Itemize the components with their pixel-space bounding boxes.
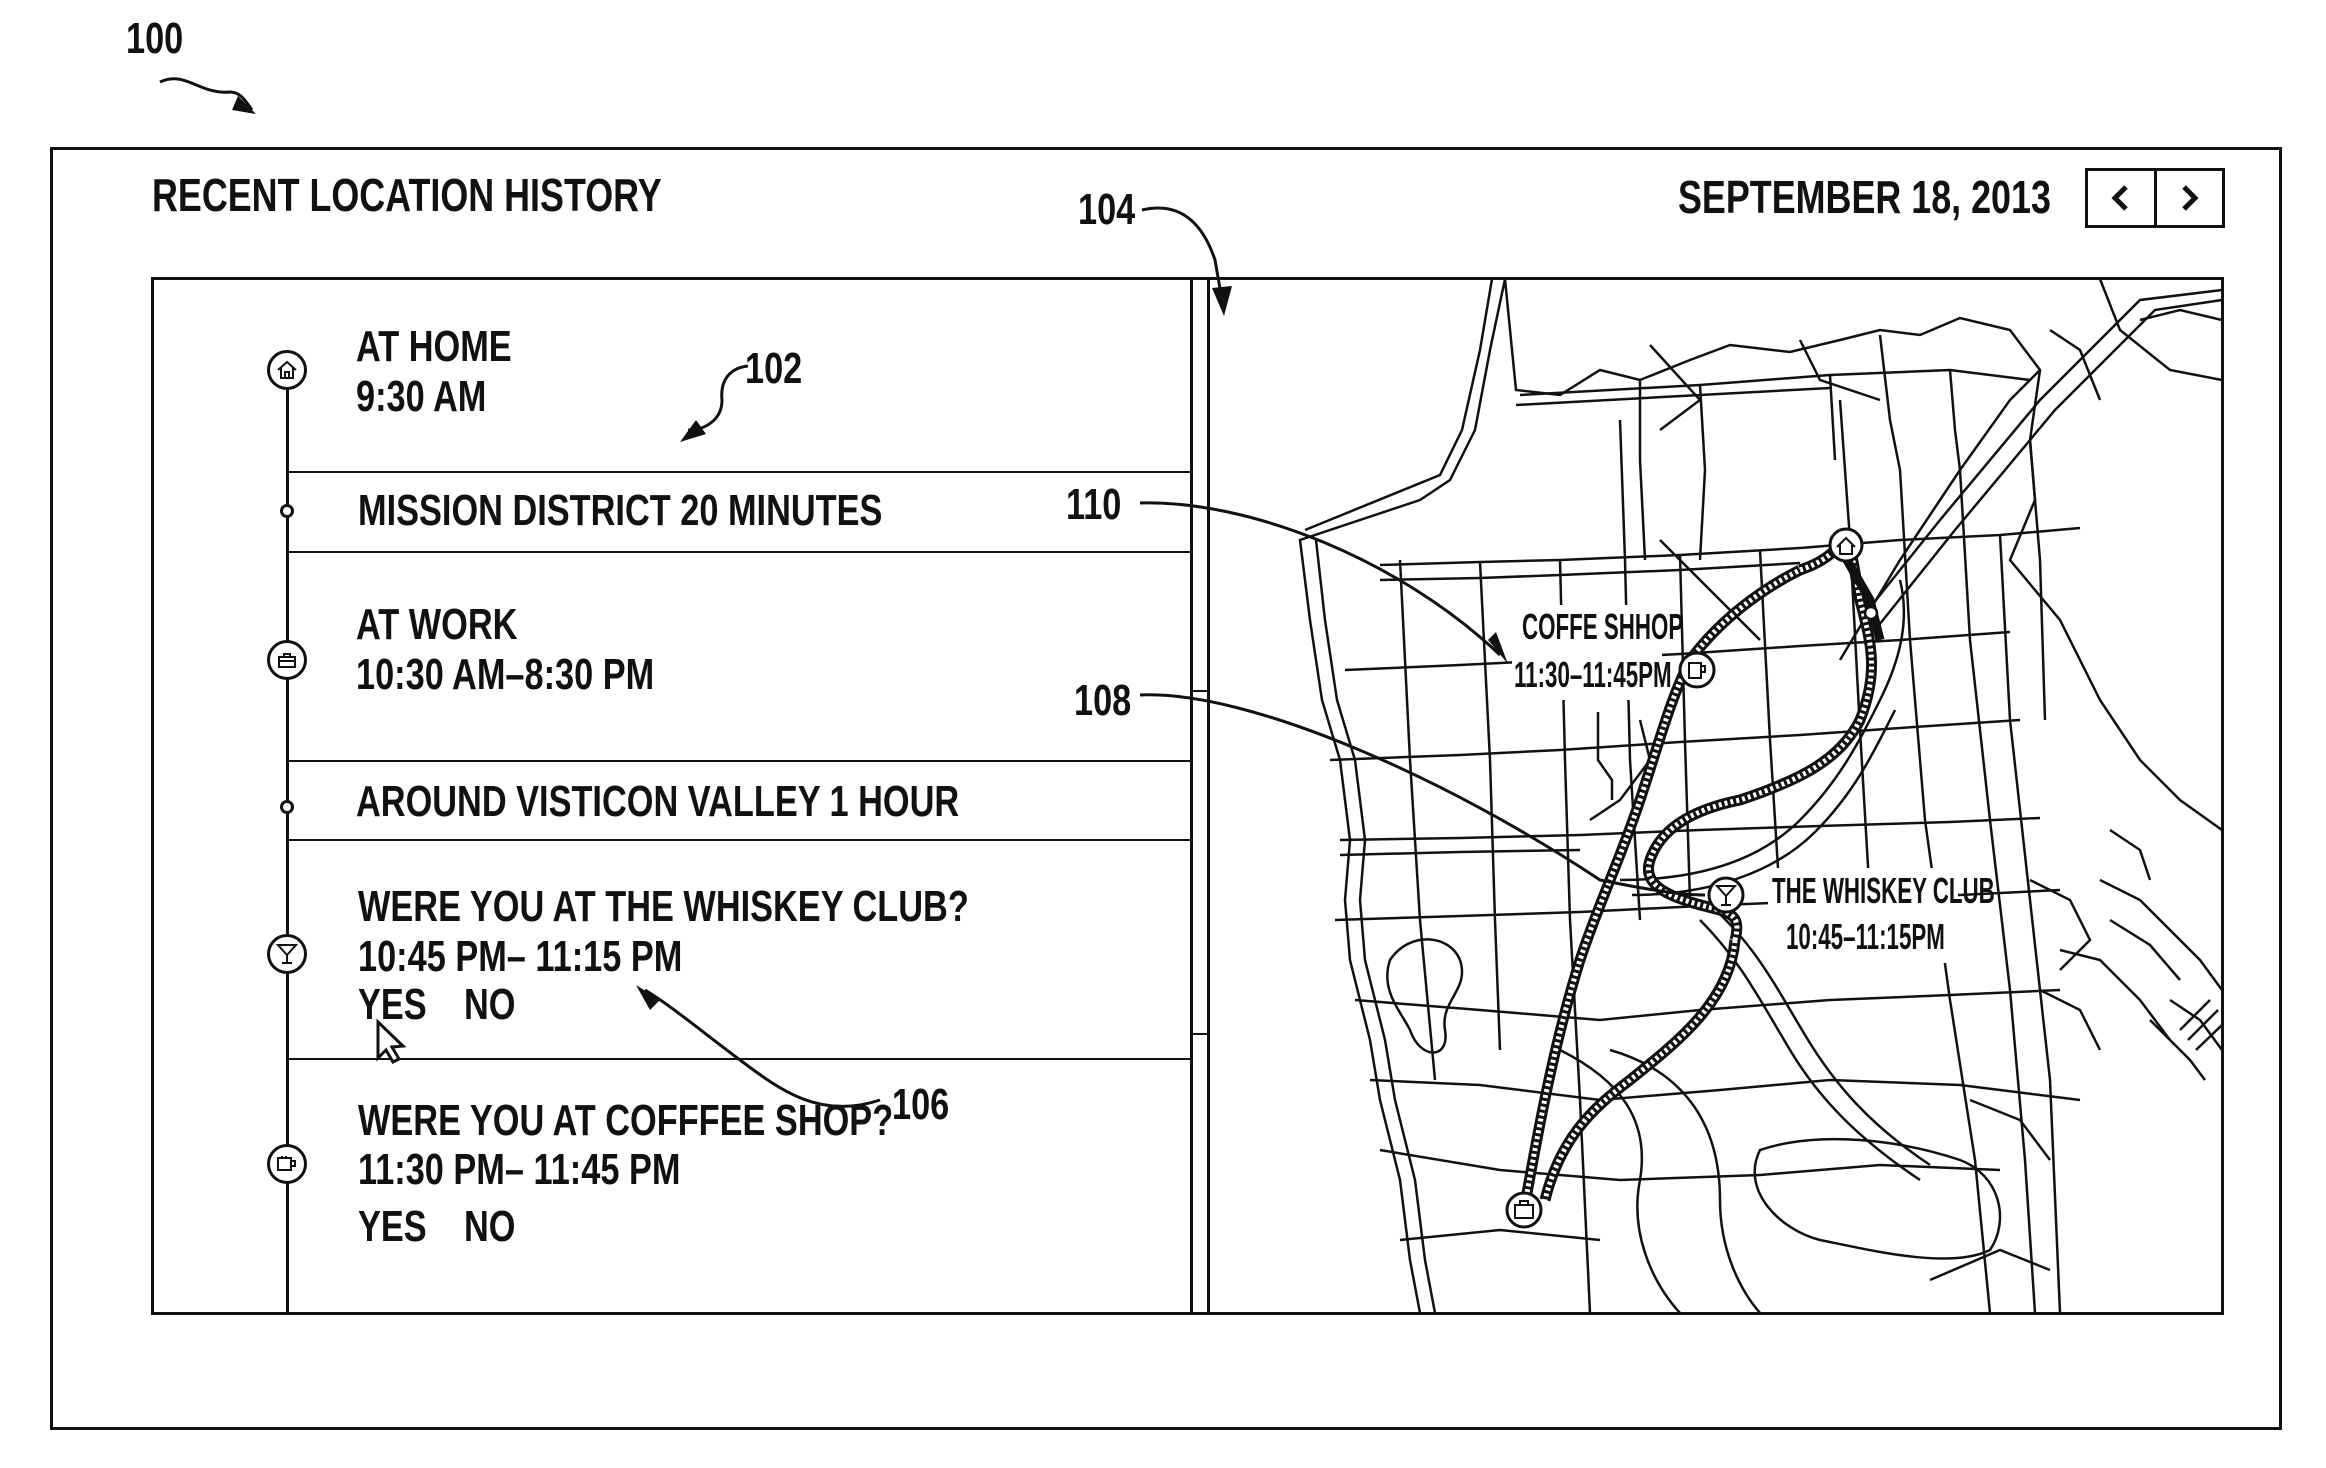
- map-pin-coffee[interactable]: [1678, 651, 1716, 689]
- map-pin-whiskey[interactable]: [1707, 876, 1745, 914]
- briefcase-icon: [1514, 1200, 1534, 1219]
- coffee-cup-icon: [1688, 662, 1706, 679]
- timeline-transit-dot: [280, 800, 294, 814]
- whiskey-no-button[interactable]: NO: [464, 980, 516, 1029]
- cocktail-glass-icon: [276, 944, 298, 964]
- home-icon: [1836, 536, 1856, 555]
- map-whiskey-time: 10:45–11:15PM: [1786, 916, 1945, 957]
- coffee-time: 11:30 PM– 11:45 PM: [358, 1145, 681, 1194]
- timeline-coffee-marker: [267, 1144, 307, 1184]
- page-title: RECENT LOCATION HISTORY: [152, 169, 662, 221]
- work-time: 10:30 AM–8:30 PM: [356, 650, 655, 699]
- coffee-no-button[interactable]: NO: [464, 1202, 516, 1251]
- map-coffee-label: COFFE SHHOP: [1522, 606, 1684, 647]
- home-icon: [277, 360, 297, 379]
- row-divider: [287, 760, 1192, 762]
- reference-106: 106: [892, 1080, 950, 1129]
- reference-108: 108: [1074, 676, 1132, 725]
- previous-day-button[interactable]: [2088, 171, 2157, 225]
- coffee-yes-button[interactable]: YES: [358, 1202, 427, 1251]
- next-day-button[interactable]: [2157, 171, 2223, 225]
- timeline-transit-dot: [280, 504, 294, 518]
- coffee-cup-icon: [277, 1156, 296, 1171]
- timeline-rail: [286, 370, 289, 1315]
- cocktail-glass-icon: [1714, 885, 1738, 906]
- reference-104: 104: [1078, 185, 1136, 234]
- map-whiskey-label: THE WHISKEY CLUB: [1772, 870, 1995, 911]
- whiskey-question: WERE YOU AT THE WHISKEY CLUB?: [358, 882, 969, 931]
- row-divider: [287, 551, 1192, 553]
- map-pin-home[interactable]: [1828, 527, 1864, 563]
- transit-label-mission: MISSION DISTRICT 20 MINUTES: [358, 486, 883, 535]
- row-divider: [287, 839, 1192, 841]
- app-window: [50, 147, 2282, 1430]
- timeline-whiskey-marker: [267, 934, 307, 974]
- reference-102: 102: [745, 344, 803, 393]
- timeline-home-marker: [267, 350, 307, 390]
- map-coffee-time: 11:30–11:45PM: [1514, 654, 1672, 695]
- timeline-work-marker: [267, 640, 307, 680]
- scrollbar-thumb[interactable]: [1192, 690, 1208, 1035]
- date-label: SEPTEMBER 18, 2013: [1678, 171, 2051, 223]
- briefcase-icon: [278, 653, 296, 668]
- home-time: 9:30 AM: [356, 372, 487, 421]
- date-navigator: [2085, 168, 2225, 228]
- chevron-right-icon: [2182, 185, 2199, 211]
- chevron-left-icon: [2111, 185, 2128, 211]
- work-label: AT WORK: [356, 600, 518, 649]
- home-label: AT HOME: [356, 322, 512, 371]
- whiskey-time: 10:45 PM– 11:15 PM: [358, 932, 683, 981]
- row-divider: [287, 471, 1192, 473]
- reference-110: 110: [1066, 480, 1122, 529]
- map-pin-work[interactable]: [1505, 1191, 1543, 1229]
- figure-number: 100: [126, 14, 184, 63]
- transit-label-visticon: AROUND VISTICON VALLEY 1 HOUR: [356, 777, 960, 826]
